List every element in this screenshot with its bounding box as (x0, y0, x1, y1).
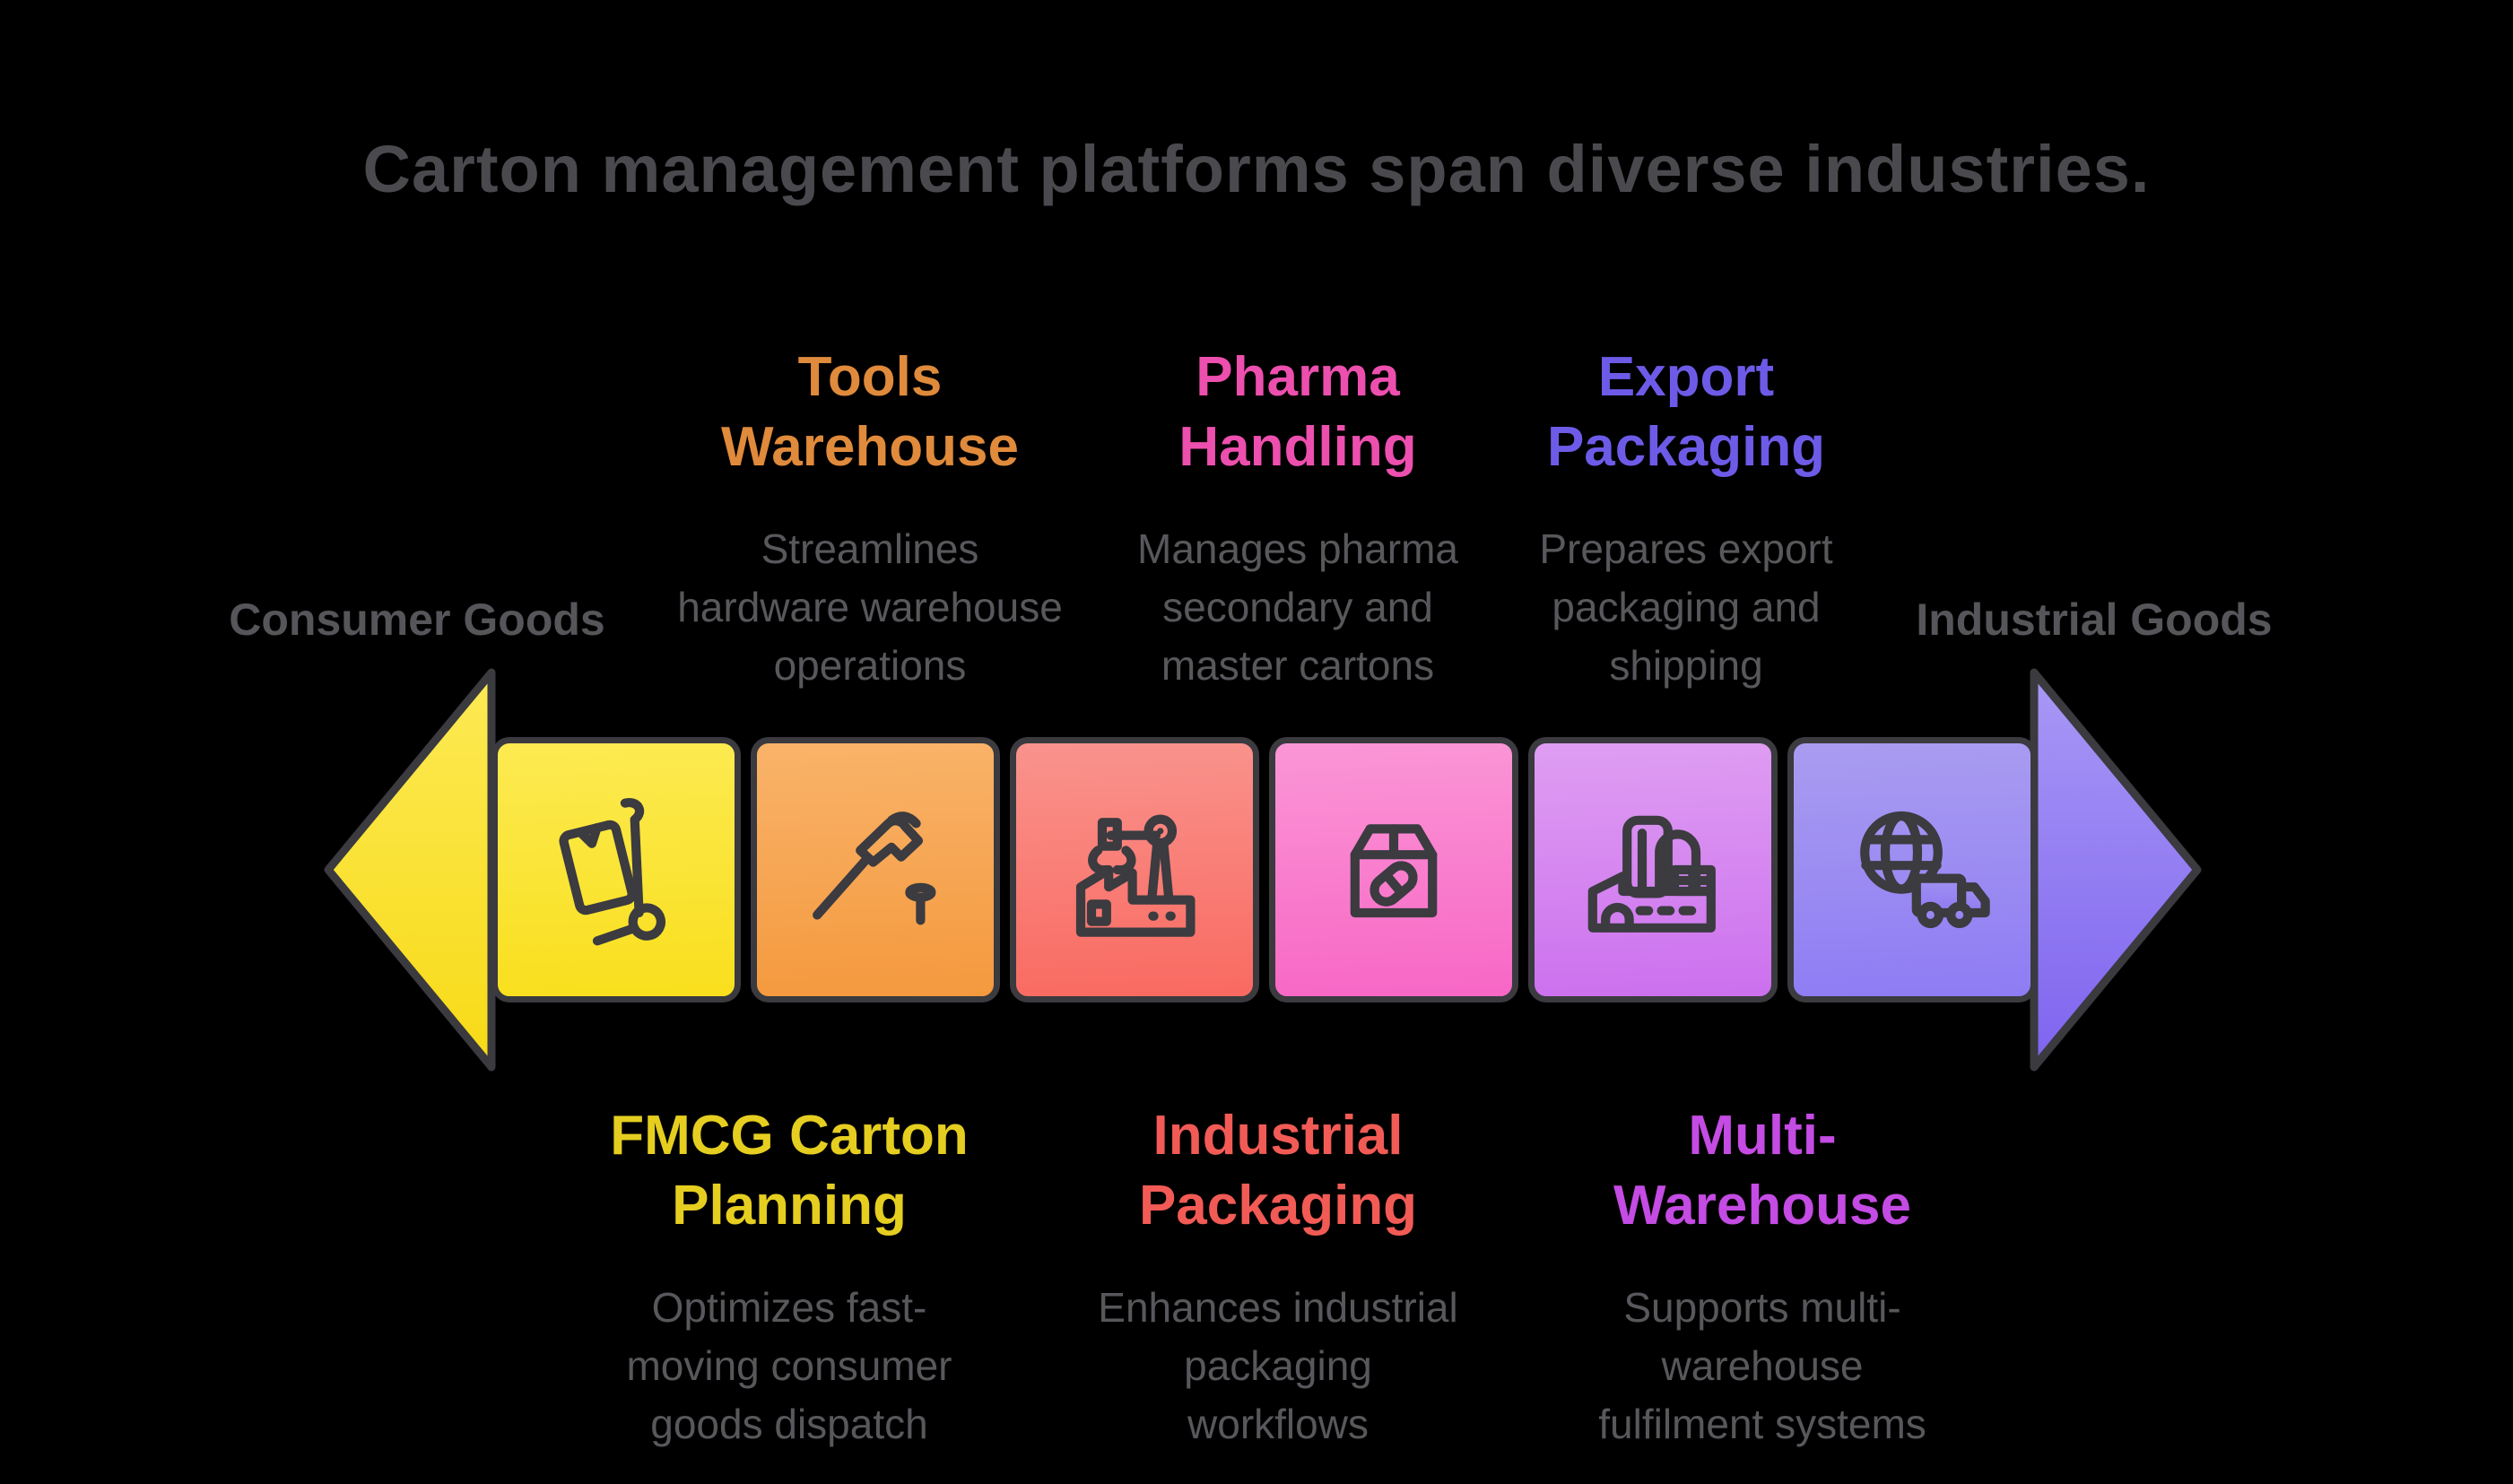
top-group-tools-warehouse: Tools Warehouse Streamlines hardware war… (583, 343, 1157, 695)
bottom-group-industrial-packaging: Industrial Packaging Enhances industrial… (991, 1101, 1565, 1454)
right-arrowhead (2030, 668, 2202, 1072)
multi-warehouse-description: Supports multi- warehouse fulfilment sys… (1598, 1284, 1926, 1447)
left-arrowhead (324, 668, 496, 1072)
tools-warehouse-label: Tools Warehouse (721, 346, 1019, 478)
industrial-packaging-description: Enhances industrial packaging workflows (1098, 1284, 1458, 1447)
fmcg-carton-planning-description: Optimizes fast- moving consumer goods di… (626, 1284, 952, 1447)
globe-truck-icon (1860, 811, 1990, 929)
segment-industrial (1010, 737, 1259, 1002)
bottom-group-multi-warehouse: Multi- Warehouse Supports multi- warehou… (1475, 1101, 2049, 1454)
industrial-packaging-label: Industrial Packaging (1138, 1105, 1418, 1237)
segment-pharma (1269, 737, 1518, 1002)
industry-segments-row (491, 737, 2037, 1002)
hammer-nail-icon (813, 811, 936, 925)
segment-tools (751, 737, 1000, 1002)
infographic-title: Carton management platforms span diverse… (362, 132, 2151, 206)
pharma-handling-description: Manages pharma secondary and master cart… (1137, 525, 1458, 689)
segment-fmcg (491, 737, 741, 1002)
top-group-export-packaging: Export Packaging Prepares export packagi… (1399, 343, 1973, 695)
export-packaging-description: Prepares export packaging and shipping (1539, 525, 1833, 689)
hand-truck-icon (559, 797, 666, 946)
pharma-handling-label: Pharma Handling (1178, 346, 1417, 478)
segment-multi-warehouse (1528, 737, 1778, 1002)
segment-export (1787, 737, 2037, 1002)
pharma-carton-icon (1350, 824, 1438, 918)
factory-crane-icon (1075, 814, 1196, 937)
industrial-goods-label: Industrial Goods (1916, 594, 2273, 645)
consumer-goods-label: Consumer Goods (229, 594, 605, 645)
fmcg-carton-planning-label: FMCG Carton Planning (610, 1105, 969, 1237)
bottom-group-fmcg-carton-planning: FMCG Carton Planning Optimizes fast- mov… (502, 1101, 1076, 1454)
warehouse-building-icon (1587, 815, 1716, 933)
top-group-pharma-handling: Pharma Handling Manages pharma secondary… (1011, 343, 1585, 695)
tools-warehouse-description: Streamlines hardware warehouse operation… (677, 525, 1063, 689)
export-packaging-label: Export Packaging (1546, 346, 1826, 478)
multi-warehouse-label: Multi- Warehouse (1613, 1105, 1911, 1237)
